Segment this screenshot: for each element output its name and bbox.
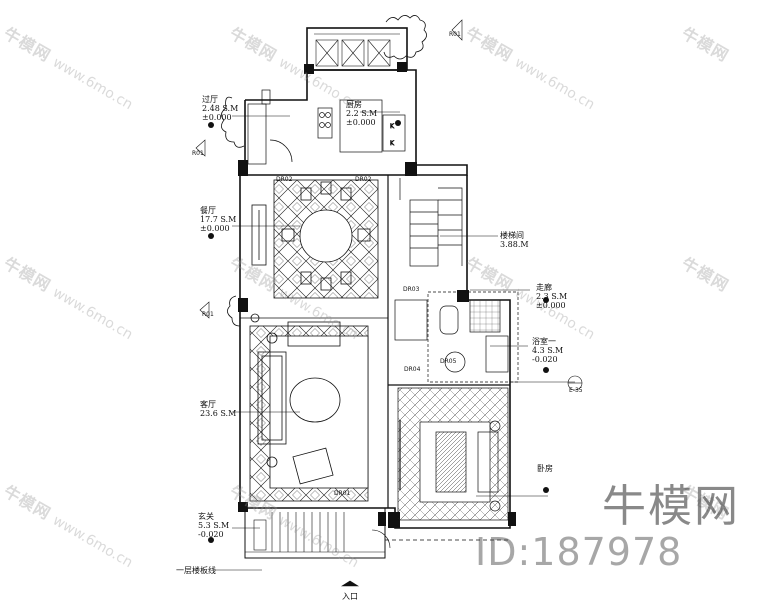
room-label-dining: 餐厅 17.7 S.M ±0.000 [200,206,236,233]
room-label-living: 客厅 23.6 S.M [200,400,236,418]
door-tag: DR04 [404,366,421,373]
room-label-hall: 走廊 2.3 S.M ±0.000 [536,283,567,310]
room-name: 餐厅 [200,206,216,215]
section-tag: E-35 [569,387,583,394]
room-area: 4.3 S.M [532,346,564,355]
bedroom [397,387,509,521]
room-name: 卧房 [537,464,553,473]
entry-zone [253,512,391,587]
room-label-corridor: 过厅 2.48 S.M ±0.000 [202,95,238,122]
elevation-markers [195,19,583,391]
room-level: ±0.000 [346,118,376,127]
room-label-bath: 浴室一 4.3 S.M -0.020 [532,337,563,364]
room-name: 过厅 [202,95,218,104]
dining-room [251,179,379,299]
elevation-tag: R01 [449,31,461,38]
room-area: 17.7 S.M [200,215,237,224]
door-tag: DR02 [276,176,293,183]
revision-clouds [221,15,427,327]
stair-zone [399,178,463,267]
room-name: 厨房 [346,100,362,109]
brand-watermark: 牛模网 [602,481,740,532]
room-name: 浴室一 [532,337,556,346]
entrance-label: 入口 [342,592,358,601]
room-label-stair: 楼梯间 3.88.M [500,231,529,249]
living-room [249,313,369,502]
room-label-bedroom: 卧房 [537,464,553,473]
floor-line-note: 一层楼板线 [176,566,216,575]
kitchen-windows [315,39,391,67]
room-area: 23.6 S.M [200,409,237,418]
room-name: 走廊 [536,283,552,292]
svg-text:K: K [390,140,395,147]
room-level: ±0.000 [202,113,232,122]
door-tag: DR02 [355,176,372,183]
elevation-tag: R01 [192,150,204,157]
wall-columns [238,62,516,528]
room-level: ±0.000 [536,301,566,310]
origin-markers [208,120,549,543]
room-area: 5.3 S.M [198,521,230,530]
room-area: 2.2 S.M [346,109,378,118]
room-area: 2.48 S.M [202,104,239,113]
room-name: 楼梯间 [500,231,524,240]
room-level: -0.020 [198,530,224,539]
door-tag: DR05 [440,358,457,365]
svg-text:K: K [390,123,395,130]
room-area: 2.3 S.M [536,292,568,301]
room-name: 玄关 [198,512,214,521]
elevation-tag: R01 [202,311,214,318]
id-watermark: ID:187978 [475,530,683,574]
room-level: -0.020 [532,355,558,364]
room-label-kitchen: 厨房 2.2 S.M ±0.000 [346,100,377,127]
leader-lines [214,111,575,571]
door-tag: DR03 [403,286,420,293]
kitchen-fixtures: K K [247,89,406,165]
room-name: 客厅 [200,400,216,409]
room-level: ±0.000 [200,224,230,233]
room-label-entry: 玄关 5.3 S.M -0.020 [198,512,229,539]
room-area: 3.88.M [500,240,529,249]
bath-zone [394,291,519,383]
door-tag: DR01 [334,490,351,497]
